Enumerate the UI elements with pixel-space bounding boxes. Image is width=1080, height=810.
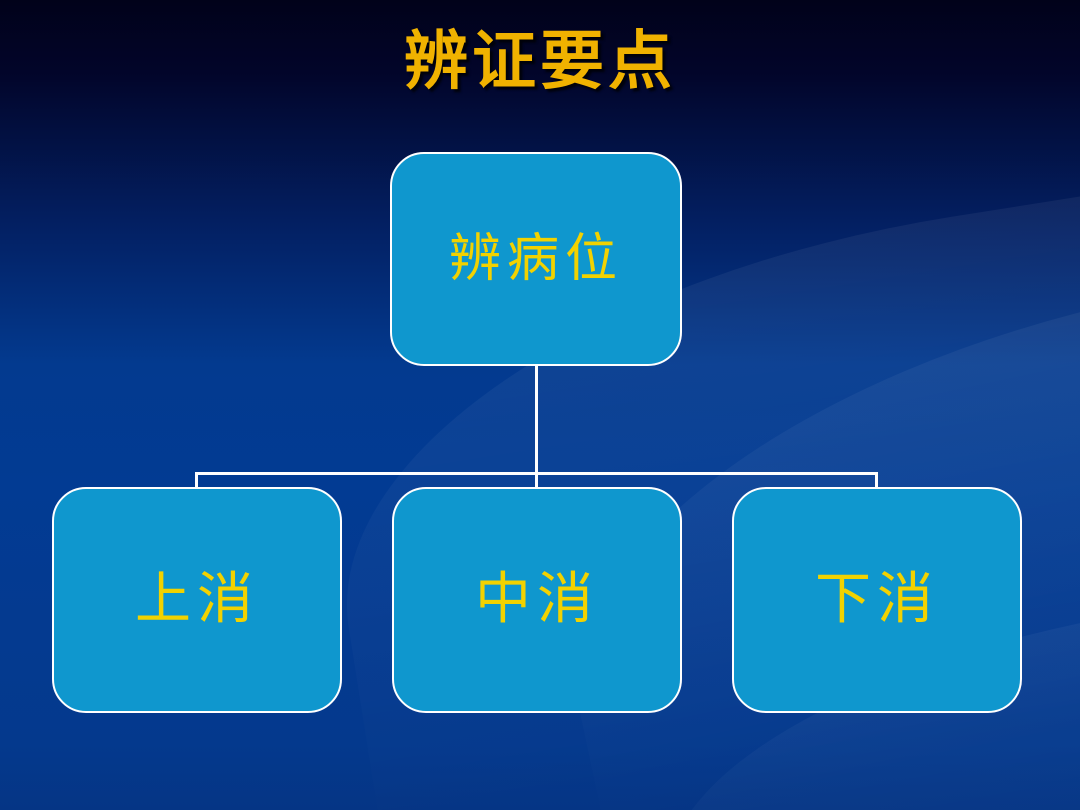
- connector-stub-shang: [195, 472, 198, 490]
- connector-stub-zhong: [535, 472, 538, 490]
- connector-stub-xia: [875, 472, 878, 490]
- diagram-node-shang[interactable]: 上消: [52, 487, 342, 713]
- diagram-node-root[interactable]: 辨病位: [390, 152, 682, 366]
- diagram-node-xia[interactable]: 下消: [732, 487, 1022, 713]
- connector-root-trunk: [535, 365, 538, 475]
- diagram-node-zhong[interactable]: 中消: [392, 487, 682, 713]
- diagram-node-root-label: 辨病位: [448, 229, 623, 289]
- diagram-node-zhong-label: 中消: [475, 567, 599, 632]
- slide-title: 辨证要点: [404, 25, 676, 99]
- diagram-node-xia-label: 下消: [815, 567, 939, 632]
- diagram-node-shang-label: 上消: [135, 567, 259, 632]
